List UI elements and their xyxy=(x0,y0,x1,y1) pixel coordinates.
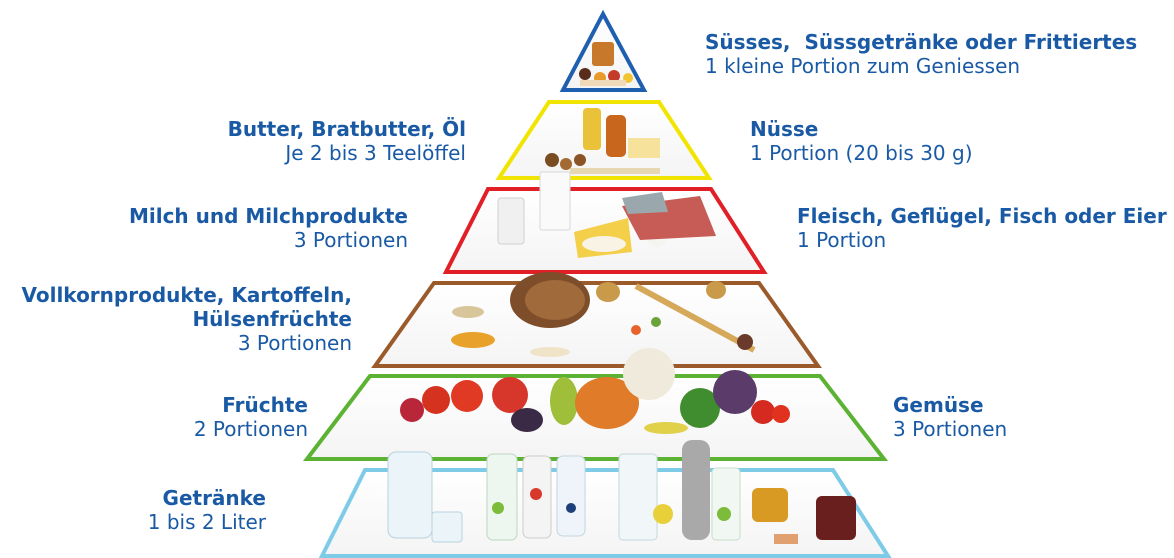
dairy-meat-illustration-icon xyxy=(497,171,716,258)
drinks-title: Getränke xyxy=(162,486,266,510)
fruit-title: Früchte xyxy=(222,393,308,417)
label-grains: Vollkornprodukte, Kartoffeln, Hülsenfrüc… xyxy=(21,283,352,355)
tier-drinks xyxy=(318,440,892,558)
sweets-portion: 1 kleine Portion zum Geniessen xyxy=(705,54,1021,78)
label-nuts: Nüsse 1 Portion (20 bis 30 g) xyxy=(750,117,973,165)
label-veg: Gemüse 3 Portionen xyxy=(893,393,1007,441)
label-protein: Fleisch, Geflügel, Fisch oder Eier 1 Por… xyxy=(797,204,1167,252)
tier-grains xyxy=(371,272,822,368)
grains-illustration-icon xyxy=(451,272,756,357)
nuts-portion: 1 Portion (20 bis 30 g) xyxy=(750,141,973,165)
tier-fruit-veg xyxy=(302,348,889,461)
fruit-veg-illustration-icon xyxy=(400,348,790,434)
tier-sweets xyxy=(559,9,648,92)
veg-title: Gemüse xyxy=(893,393,984,417)
oils-nuts-illustration-icon xyxy=(545,108,660,174)
label-fats: Butter, Bratbutter, Öl Je 2 bis 3 Teelöf… xyxy=(228,117,466,165)
protein-title: Fleisch, Geflügel, Fisch oder Eier xyxy=(797,204,1167,228)
drinks-portion: 1 bis 2 Liter xyxy=(147,510,266,534)
sweets-illustration-icon xyxy=(579,42,633,86)
dairy-portion: 3 Portionen xyxy=(293,228,408,252)
grains-portion: 3 Portionen xyxy=(237,331,352,355)
label-fruit: Früchte 2 Portionen xyxy=(194,393,308,441)
nuts-title: Nüsse xyxy=(750,117,819,141)
dairy-title: Milch und Milchprodukte xyxy=(128,204,408,228)
fruit-portion: 2 Portionen xyxy=(193,417,308,441)
protein-portion: 1 Portion xyxy=(797,228,887,252)
sweets-title: Süsses, Süssgetränke oder Frittiertes xyxy=(705,30,1138,54)
grains-title-line2: Hülsenfrüchte xyxy=(192,307,352,331)
tier-fats-nuts xyxy=(495,100,713,180)
tier-dairy-protein xyxy=(442,171,768,274)
veg-portion: 3 Portionen xyxy=(893,417,1008,441)
label-sweets: Süsses, Süssgetränke oder Frittiertes 1 … xyxy=(705,30,1137,78)
fats-title: Butter, Bratbutter, Öl xyxy=(227,117,466,141)
drinks-illustration-icon xyxy=(387,440,856,544)
label-dairy: Milch und Milchprodukte 3 Portionen xyxy=(129,204,408,252)
grains-title-line1: Vollkornprodukte, Kartoffeln, xyxy=(21,283,352,307)
fats-portion: Je 2 bis 3 Teelöffel xyxy=(285,141,466,165)
label-drinks: Getränke 1 bis 2 Liter xyxy=(148,486,266,534)
